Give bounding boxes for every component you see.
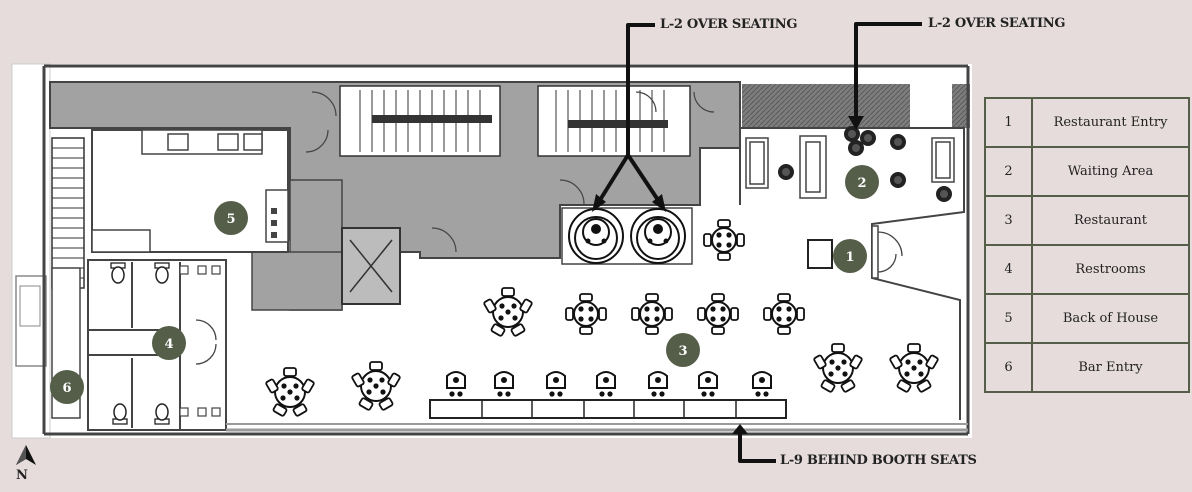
- svg-text:6: 6: [62, 381, 71, 396]
- marker-4: 4: [152, 326, 186, 360]
- legend-number: 1: [984, 97, 1033, 148]
- callout-l9-booth: L-9 BEHIND BOOTH SEATS: [780, 453, 977, 468]
- callout-arrowheads: [592, 116, 864, 434]
- callout-arrows: [598, 22, 922, 463]
- round-booths: [561, 207, 693, 265]
- elevator: [341, 227, 401, 305]
- stair-center: [339, 85, 501, 157]
- door-swings: [305, 91, 715, 253]
- north-arrow-icon: [16, 445, 36, 465]
- exterior-walls: [42, 64, 970, 436]
- stair-east: [537, 85, 691, 157]
- legend-number: 3: [984, 195, 1033, 246]
- legend-label: Restaurant Entry: [1031, 97, 1190, 148]
- stair-west: [51, 137, 85, 289]
- legend-number: 5: [984, 293, 1033, 344]
- callout-l2-left: L-2 OVER SEATING: [660, 17, 798, 32]
- bar-entry-vestibule: [15, 275, 47, 367]
- legend-label: Back of House: [1031, 293, 1190, 344]
- svg-text:2: 2: [857, 176, 866, 191]
- legend-number: 6: [984, 342, 1033, 393]
- legend-label: Restrooms: [1031, 244, 1190, 295]
- legend-label: Bar Entry: [1031, 342, 1190, 393]
- marker-5: 5: [214, 201, 248, 235]
- svg-text:1: 1: [845, 250, 854, 265]
- area-markers: 1 2 3 4 5 6: [50, 165, 879, 404]
- marker-1: 1: [833, 239, 867, 273]
- north-label: N: [16, 468, 28, 483]
- svg-text:5: 5: [226, 212, 235, 227]
- legend-label: Restaurant: [1031, 195, 1190, 246]
- booth-seating: [429, 371, 787, 419]
- waiting-area-sofas: [745, 135, 955, 199]
- marker-2: 2: [845, 165, 879, 199]
- marker-6: 6: [50, 370, 84, 404]
- svg-text:4: 4: [164, 337, 173, 352]
- marker-3: 3: [666, 333, 700, 367]
- hatched-wall-area: [742, 84, 910, 128]
- callout-l2-right: L-2 OVER SEATING: [928, 16, 1066, 31]
- legend-label: Waiting Area: [1031, 146, 1190, 197]
- entry-doors: [807, 225, 903, 279]
- legend-number: 4: [984, 244, 1033, 295]
- svg-text:3: 3: [678, 344, 687, 359]
- waiting-area-walls: [740, 127, 965, 420]
- legend-number: 2: [984, 146, 1033, 197]
